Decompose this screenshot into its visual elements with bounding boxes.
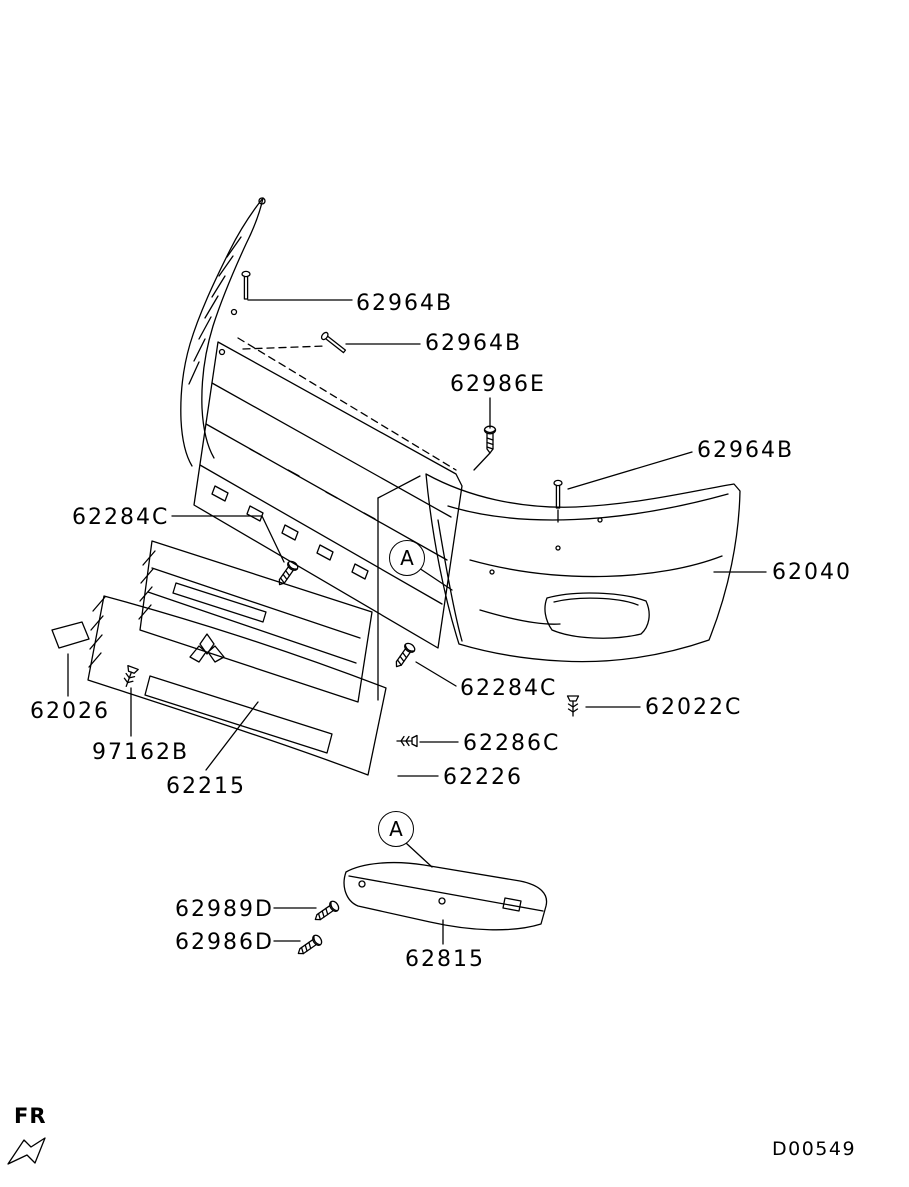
leader-lines <box>67 299 767 945</box>
part-label-62986e: 62986E <box>450 372 546 397</box>
bolt-icon <box>319 330 348 356</box>
bumper-fascia-part <box>425 473 741 663</box>
clip-icon <box>566 695 580 717</box>
part-label-62964b-3: 62964B <box>697 438 795 463</box>
part-label-62986d: 62986D <box>175 930 274 955</box>
part-label-62022c: 62022C <box>645 695 743 720</box>
screw-icon <box>391 640 418 671</box>
screw-icon <box>294 932 325 959</box>
part-label-62040: 62040 <box>772 560 852 585</box>
fr-direction-arrow-icon <box>7 1137 46 1165</box>
part-label-97162b: 97162B <box>92 740 190 765</box>
part-label-62026: 62026 <box>30 699 110 724</box>
brand-emblem <box>189 633 225 663</box>
screw-icon <box>311 898 342 925</box>
grille-part <box>193 341 463 701</box>
screw-icon <box>483 425 497 454</box>
bolt-icon <box>553 479 563 509</box>
part-label-62284c-1: 62284C <box>72 505 170 530</box>
clip-icon <box>396 734 418 748</box>
part-label-62215: 62215 <box>166 774 246 799</box>
part-label-62964b-2: 62964B <box>425 331 523 356</box>
part-label-62284c-2: 62284C <box>460 676 558 701</box>
part-label-62226: 62226 <box>443 765 523 790</box>
cover-piece-part <box>51 621 90 649</box>
part-label-62989d: 62989D <box>175 897 274 922</box>
part-label-62815: 62815 <box>405 947 485 972</box>
view-marker-a-1: A <box>389 540 425 576</box>
drawing-code: D00549 <box>772 1138 857 1160</box>
part-label-62964b-1: 62964B <box>356 291 454 316</box>
clip-icon <box>120 665 139 689</box>
bolt-icon <box>241 270 251 300</box>
lower-grille-panels <box>87 540 387 776</box>
upper-retainer-part <box>180 197 266 467</box>
part-label-62286c: 62286C <box>463 731 561 756</box>
license-plate-bracket-part <box>343 861 548 931</box>
fr-orientation-label: FR <box>14 1104 47 1128</box>
alignment-dashes <box>237 337 457 471</box>
screw-icon <box>274 558 301 589</box>
view-marker-a-2: A <box>378 811 414 847</box>
